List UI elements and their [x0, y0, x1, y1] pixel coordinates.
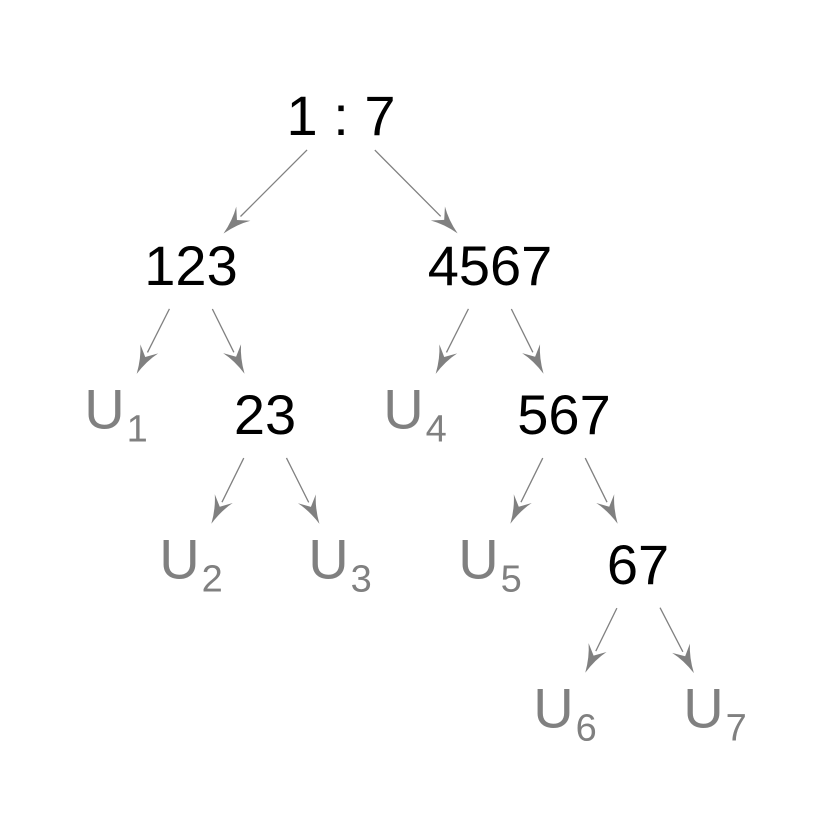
- edge-line: [659, 607, 684, 653]
- leaf-letter: U: [383, 377, 424, 441]
- edge-line: [146, 308, 170, 353]
- edge-n4567-to-n567: [510, 308, 544, 374]
- arrowhead: [435, 344, 458, 374]
- edge-line: [445, 308, 469, 353]
- edge-line: [520, 457, 544, 503]
- leaf-letter: U: [84, 377, 125, 441]
- leaf-letter: U: [308, 527, 349, 591]
- edge-root-to-n4567: [374, 149, 458, 234]
- leaf-index: 7: [725, 707, 747, 750]
- edge-n67-to-u6: [585, 607, 618, 673]
- arrowhead: [211, 494, 233, 524]
- arrowhead: [223, 206, 251, 234]
- edge-n567-to-n67: [584, 457, 618, 524]
- arrowhead: [672, 643, 694, 674]
- leaf-index: 2: [201, 558, 223, 601]
- edge-n567-to-u5: [510, 457, 544, 524]
- leaf-u4: U4: [383, 381, 447, 451]
- arrowhead: [585, 643, 607, 673]
- edge-n4567-to-u4: [435, 308, 469, 374]
- edge-line: [211, 308, 235, 353]
- arrowhead: [596, 494, 618, 524]
- edge-line: [221, 457, 245, 503]
- node-123: 123: [144, 234, 238, 297]
- edge-n123-to-u1: [136, 308, 170, 374]
- arrowhead: [297, 494, 320, 524]
- arrowhead: [136, 344, 159, 374]
- leaf-u5: U5: [458, 531, 522, 601]
- leaf-index: 1: [126, 408, 148, 451]
- edge-line: [374, 149, 442, 217]
- leaf-letter: U: [458, 527, 499, 591]
- edge-n23-to-u2: [211, 457, 245, 524]
- edge-line: [595, 607, 618, 652]
- leaf-index: 3: [350, 558, 372, 601]
- leaf-letter: U: [533, 676, 574, 740]
- leaf-u6: U6: [533, 680, 597, 750]
- edge-line: [510, 308, 534, 353]
- node-23: 23: [233, 383, 297, 446]
- leaf-index: 4: [425, 408, 447, 451]
- edge-line: [240, 149, 308, 217]
- node-4567: 4567: [427, 234, 553, 297]
- arrowhead: [223, 344, 245, 374]
- node-root: 1 : 7: [286, 84, 396, 147]
- leaf-u7: U7: [683, 680, 747, 750]
- leaf-index: 6: [575, 707, 597, 750]
- leaf-u3: U3: [308, 531, 372, 601]
- node-567: 567: [517, 383, 611, 446]
- edge-line: [584, 457, 608, 503]
- leaf-letter: U: [683, 676, 724, 740]
- edge-line: [285, 457, 310, 503]
- edge-n67-to-u7: [659, 607, 694, 674]
- edge-root-to-n123: [223, 149, 308, 234]
- node-67: 67: [606, 533, 670, 596]
- leaf-index: 5: [500, 558, 522, 601]
- edge-n123-to-n23: [211, 308, 245, 374]
- leaf-u1: U1: [84, 381, 148, 451]
- arrowhead: [430, 206, 458, 234]
- edge-n23-to-u3: [285, 457, 320, 524]
- leaf-u2: U2: [159, 531, 223, 601]
- arrowhead: [510, 494, 532, 524]
- leaf-letter: U: [159, 527, 200, 591]
- arrowhead: [522, 344, 544, 374]
